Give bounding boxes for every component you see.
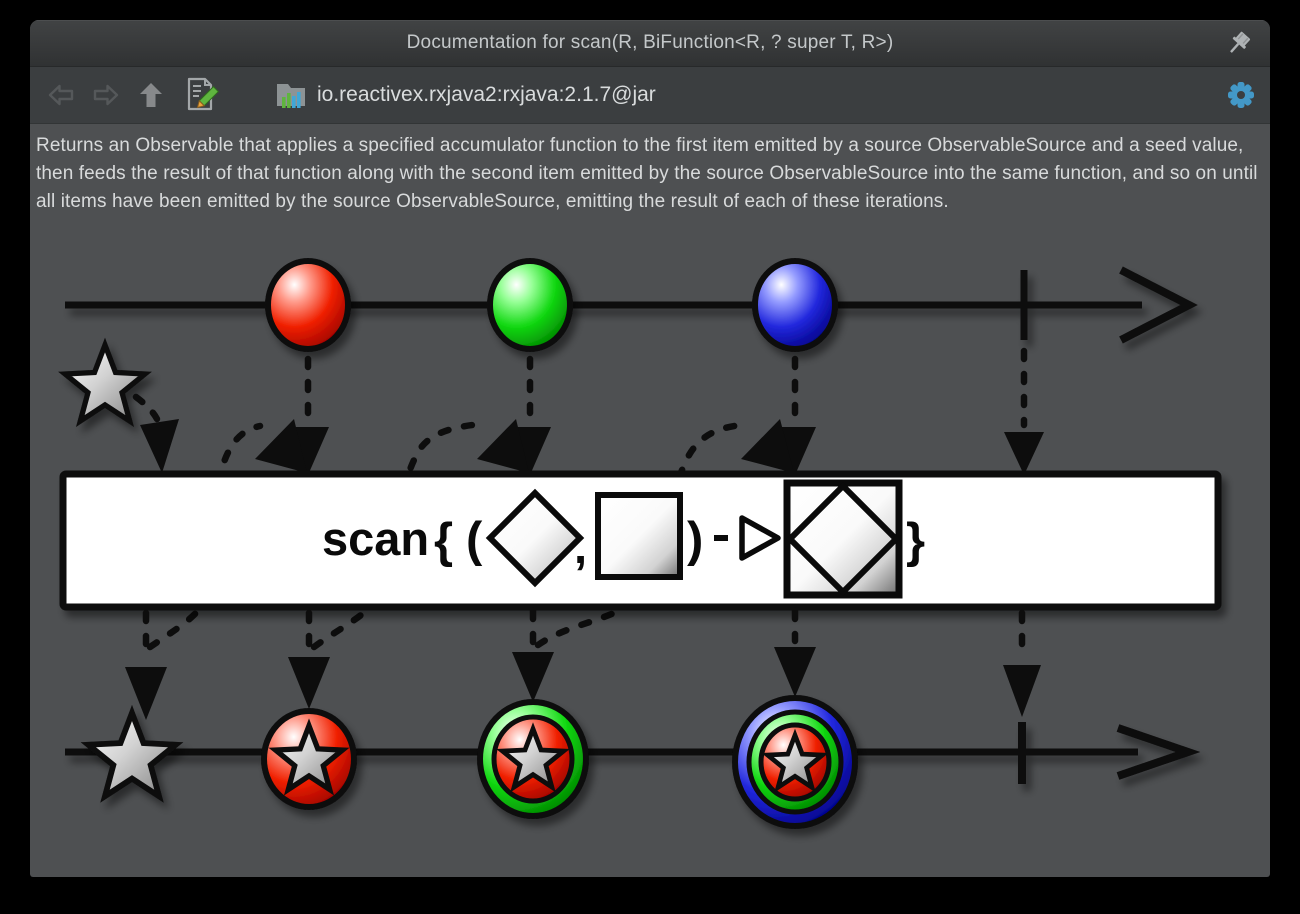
toolbar: io.reactivex.rxjava2:rxjava:2.1.7@jar bbox=[30, 67, 1270, 124]
token-paren-close: ) bbox=[687, 513, 703, 567]
source-marble-blue bbox=[752, 258, 838, 352]
result-marbles bbox=[88, 695, 858, 829]
blue-output-arrow bbox=[774, 647, 816, 697]
result-timeline bbox=[65, 722, 1201, 784]
library-jar-icon bbox=[277, 84, 305, 108]
green-output-arrow bbox=[512, 652, 554, 702]
item-square bbox=[595, 492, 683, 580]
output-arrowheads bbox=[125, 647, 1041, 720]
source-marble-red bbox=[265, 258, 351, 352]
settings-gear-icon[interactable] bbox=[1226, 80, 1256, 110]
back-button[interactable] bbox=[44, 78, 78, 112]
edit-document-icon bbox=[187, 77, 219, 111]
operator-box: scan { ( , ) } bbox=[59, 470, 1222, 611]
input-arrowheads bbox=[140, 419, 1044, 475]
loop1-arrow bbox=[255, 419, 307, 473]
library-breadcrumb[interactable]: io.reactivex.rxjava2:rxjava:2.1.7@jar bbox=[275, 80, 656, 110]
operator-name: scan bbox=[322, 512, 429, 565]
accumulator-diamond bbox=[485, 488, 585, 588]
loop2-arrow bbox=[477, 419, 529, 473]
source-marble-green bbox=[487, 258, 573, 352]
lambda-arrow bbox=[739, 515, 781, 561]
token-paren-open: ( bbox=[466, 513, 483, 567]
seed-input-arrow bbox=[140, 419, 179, 473]
up-button[interactable] bbox=[134, 78, 168, 112]
result-diamond bbox=[785, 481, 901, 597]
output-connectors bbox=[142, 607, 1026, 663]
input-connectors bbox=[132, 347, 1028, 429]
result-arrow-head bbox=[1116, 724, 1201, 780]
source-arrow-head bbox=[1119, 266, 1198, 344]
marble-diagram: scan { ( , ) } bbox=[59, 258, 1222, 829]
loop3-arrow bbox=[741, 419, 794, 473]
source-timeline bbox=[65, 266, 1198, 344]
library-path-label: io.reactivex.rxjava2:rxjava:2.1.7@jar bbox=[317, 83, 656, 106]
result-marble-1 bbox=[88, 713, 175, 796]
doc-description: Returns an Observable that applies a spe… bbox=[36, 135, 1258, 212]
token-brace-close: } bbox=[906, 514, 925, 568]
pin-icon[interactable] bbox=[1226, 29, 1254, 57]
result-marble-3 bbox=[477, 699, 589, 819]
back-arrow-icon bbox=[48, 84, 74, 106]
star-output-arrow bbox=[125, 667, 167, 720]
diagram-area: scan { ( , ) } bbox=[30, 247, 1270, 877]
forward-button[interactable] bbox=[89, 78, 123, 112]
edit-source-button[interactable] bbox=[185, 77, 219, 112]
result-marble-2 bbox=[261, 708, 357, 810]
source-marbles bbox=[265, 258, 838, 352]
token-brace-open: { bbox=[434, 514, 453, 568]
title-bar[interactable]: Documentation for scan(R, BiFunction<R, … bbox=[30, 20, 1270, 67]
popup-title: Documentation for scan(R, BiFunction<R, … bbox=[406, 32, 894, 53]
complete-input-arrow bbox=[1004, 432, 1044, 475]
seed-star bbox=[65, 345, 145, 421]
result-marble-4 bbox=[732, 695, 858, 829]
complete-output-arrow bbox=[1003, 665, 1041, 717]
documentation-popup: Documentation for scan(R, BiFunction<R, … bbox=[30, 20, 1270, 877]
up-arrow-icon bbox=[140, 83, 162, 107]
red-output-arrow bbox=[288, 657, 330, 709]
token-comma: , bbox=[574, 520, 587, 573]
forward-arrow-icon bbox=[93, 84, 119, 106]
